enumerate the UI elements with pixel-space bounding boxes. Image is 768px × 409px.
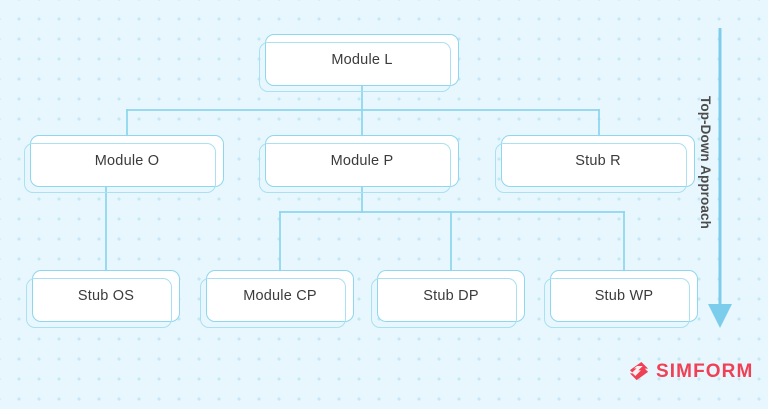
node-module-l[interactable]: Module L	[259, 34, 459, 92]
node-stub-wp[interactable]: Stub WP	[544, 270, 698, 328]
arrow-down-icon	[708, 304, 732, 328]
node-label: Stub R	[575, 152, 621, 169]
node-label: Stub OS	[77, 287, 135, 304]
simform-logo-mark	[629, 362, 649, 381]
node-stub-r[interactable]: Stub R	[495, 135, 695, 193]
node-label: Module L	[331, 51, 393, 68]
top-down-approach-arrow	[708, 28, 732, 328]
brand-wordmark: SIMFORM	[656, 360, 754, 382]
brand-logo: SIMFORM	[628, 360, 753, 382]
node-module-p[interactable]: Module P	[259, 135, 459, 193]
node-label: Module CP	[243, 287, 317, 304]
node-label: Module O	[94, 152, 160, 169]
node-label: Module P	[330, 152, 394, 169]
node-module-o[interactable]: Module O	[24, 135, 224, 193]
top-down-approach-label: Top-Down Approach	[698, 96, 713, 229]
node-label: Stub WP	[594, 287, 654, 304]
node-module-cp[interactable]: Module CP	[200, 270, 354, 328]
node-stub-dp[interactable]: Stub DP	[371, 270, 525, 328]
node-stub-os[interactable]: Stub OS	[26, 270, 180, 328]
node-label: Stub DP	[423, 287, 479, 304]
